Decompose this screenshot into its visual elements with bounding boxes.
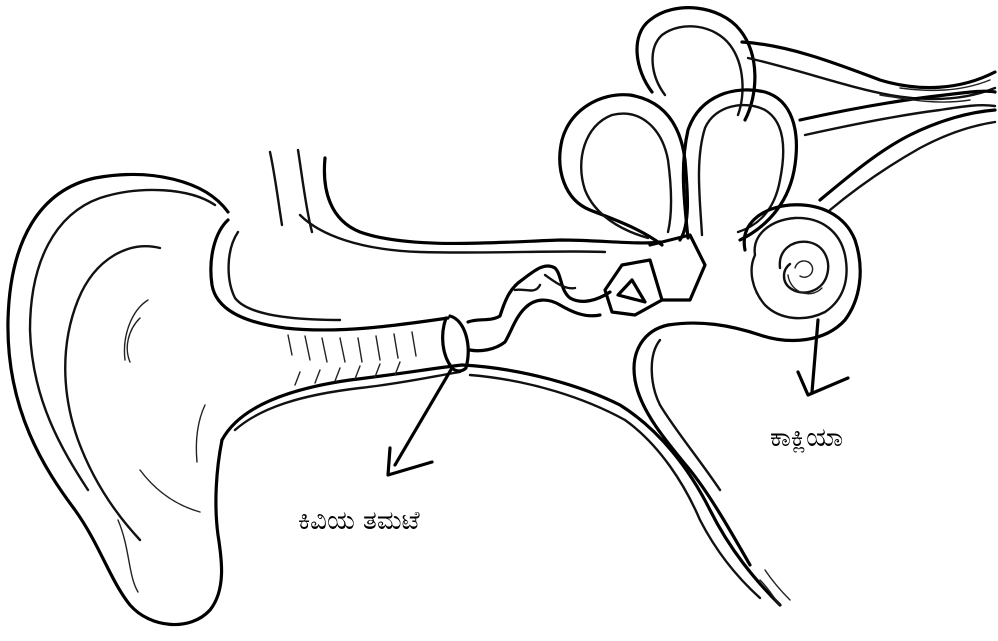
eardrum-label: ಕಿವಿಯ ತಮಟೆ bbox=[298, 508, 420, 534]
cochlea-label: ಕಾಕ್ಲಿಯಾ bbox=[770, 425, 843, 451]
middle-ear-wall bbox=[270, 150, 660, 253]
ossicles bbox=[468, 260, 662, 351]
outer-ear-pinna bbox=[8, 175, 228, 625]
cochlea-pointer-arrow bbox=[798, 320, 848, 395]
eardrum bbox=[443, 316, 469, 371]
eustachian-tube bbox=[462, 325, 790, 605]
vestibule-and-nerve bbox=[650, 42, 995, 300]
